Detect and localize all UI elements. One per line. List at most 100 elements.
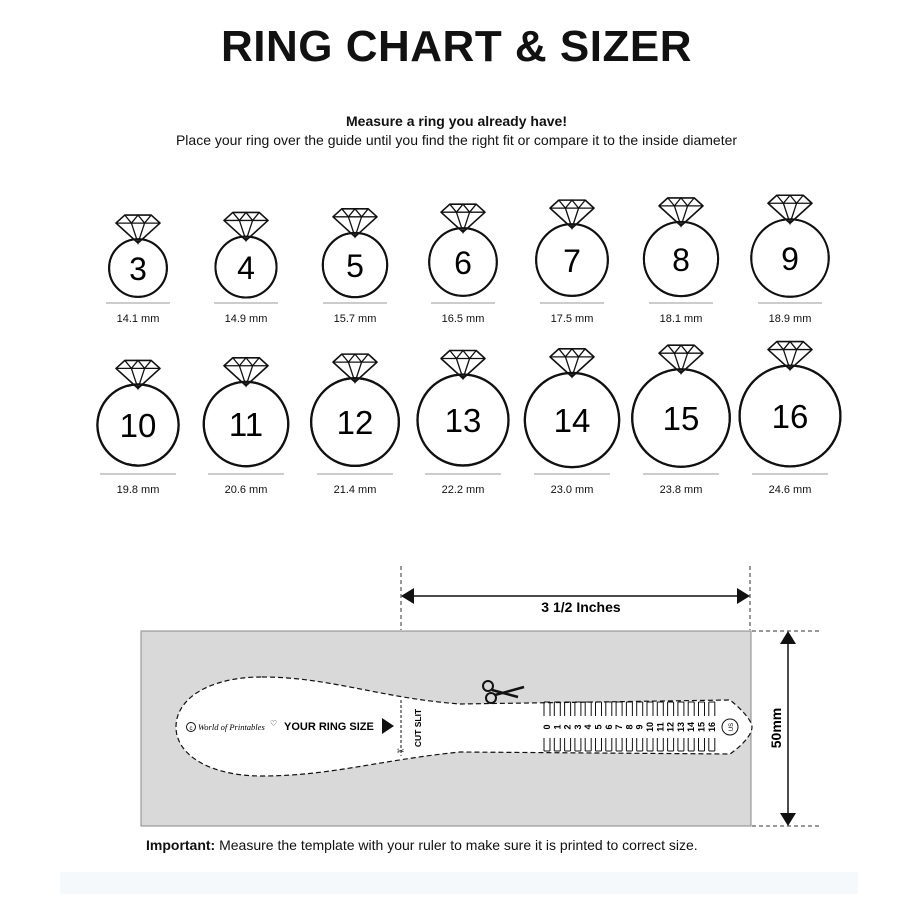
us-badge (721, 718, 739, 736)
ring-diameter-label: 19.8 mm (116, 484, 160, 496)
scale-tick (615, 701, 623, 752)
ring-diameter-label: 20.6 mm (224, 484, 268, 496)
scale-tick (677, 701, 685, 752)
scale-label: 0 (542, 724, 552, 729)
ring-outline (96, 383, 180, 467)
scale-label: 7 (614, 724, 624, 729)
ring-size-number: 13 (445, 402, 482, 439)
ring-diameter-label: 24.6 mm (768, 484, 812, 496)
ring-size-number: 16 (772, 398, 809, 435)
ring-outline (428, 227, 498, 297)
ring-diameter-label: 14.1 mm (116, 313, 160, 325)
height-label: 50mm (768, 708, 784, 748)
ring-size-3: 3 (106, 214, 170, 304)
ring-outline (642, 220, 720, 298)
ring-diameter-label: 18.1 mm (659, 313, 703, 325)
scale-label: 9 (635, 724, 645, 729)
scale-tick (698, 701, 705, 752)
height-arrow-top (780, 631, 796, 644)
diamond-icon (332, 207, 378, 239)
scale-tick (584, 701, 592, 752)
scale-label: 13 (676, 722, 686, 732)
important-note: Important: Measure the template with you… (146, 837, 698, 853)
ring-size-12: 12 (310, 353, 400, 475)
scale-tick (595, 701, 602, 752)
brand-logo: World of Printables (198, 722, 265, 732)
ring-diameter-label: 16.5 mm (441, 313, 485, 325)
ring-size-number: 10 (120, 407, 157, 444)
ring-diameter-label: 21.4 mm (333, 484, 377, 496)
scale-label: 11 (655, 722, 665, 732)
ring-diameter-label: 15.7 mm (333, 313, 377, 325)
ring-size-15: 15 (631, 344, 731, 475)
ring-outline (108, 238, 168, 298)
scale-tick (667, 701, 675, 752)
scale-tick (708, 701, 716, 752)
scale-label: 4 (583, 724, 593, 729)
svg-text:✂: ✂ (397, 747, 405, 757)
scale-label: 3 (573, 724, 583, 729)
scale-tick (543, 701, 551, 752)
page-title: RING CHART & SIZER (221, 22, 692, 71)
cut-slit-label: CUT SLIT (413, 708, 423, 747)
scale-label: 1 (552, 724, 562, 729)
ring-outline (523, 371, 621, 469)
scale-label: 16 (707, 722, 717, 732)
ring-outline (202, 380, 290, 468)
height-arrow-bottom (780, 813, 796, 826)
instructions: Place your ring over the guide until you… (175, 132, 738, 148)
ring-size-9: 9 (750, 194, 830, 304)
ring-outline (631, 368, 731, 468)
width-arrow-right (737, 588, 750, 604)
ring-size-13: 13 (416, 349, 510, 475)
ring-size-10: 10 (96, 359, 180, 475)
ring-size-5: 5 (321, 207, 389, 304)
ring-diameter-label: 14.9 mm (224, 313, 268, 325)
scale-tick (605, 701, 613, 752)
ring-outline (416, 373, 510, 467)
ring-diameter-label: 23.8 mm (659, 484, 703, 496)
scale-label: 12 (666, 722, 676, 732)
ring-size-number: 6 (454, 245, 472, 281)
width-arrow-left (401, 588, 414, 604)
ring-outline (750, 218, 830, 298)
scale-tick (687, 701, 695, 752)
ring-size-16: 16 (738, 340, 842, 475)
ring-size-4: 4 (214, 211, 278, 304)
scissors-icon (482, 680, 525, 704)
scale-label: 6 (604, 724, 614, 729)
ring-diameter-label: 22.2 mm (441, 484, 485, 496)
ring-size-number: 12 (337, 404, 374, 441)
ring-outline (535, 223, 609, 297)
ring-diameter-label: 17.5 mm (550, 313, 594, 325)
width-label: 3 1/2 Inches (541, 599, 621, 615)
ring-size-number: 9 (781, 241, 799, 277)
scale-label: 14 (686, 722, 696, 732)
ring-size-number: 5 (346, 248, 364, 284)
important-text: Measure the template with your ruler to … (215, 837, 698, 853)
scale-label: 10 (645, 722, 655, 732)
ring-size-number: 14 (554, 402, 591, 439)
scale-tick (564, 701, 572, 752)
ring-size-11: 11 (202, 356, 290, 475)
scale-tick (656, 701, 664, 752)
ring-diameter-label: 18.9 mm (768, 313, 812, 325)
copyright-icon (186, 722, 196, 732)
scale-tick (636, 701, 644, 752)
scale-tick (625, 701, 633, 752)
ring-diameter-label: 23.0 mm (550, 484, 594, 496)
svg-text:c: c (190, 726, 193, 732)
ring-size-number: 8 (672, 242, 690, 278)
ring-outline (738, 364, 842, 468)
bottom-band (60, 872, 858, 894)
ring-outline (214, 235, 278, 299)
ring-size-number: 15 (663, 400, 700, 437)
us-badge-label: US (729, 723, 735, 731)
your-ring-size-label: YOUR RING SIZE (284, 721, 374, 733)
scale-label: 8 (624, 724, 634, 729)
scale-tick (646, 701, 654, 752)
ring-size-6: 6 (428, 203, 498, 304)
